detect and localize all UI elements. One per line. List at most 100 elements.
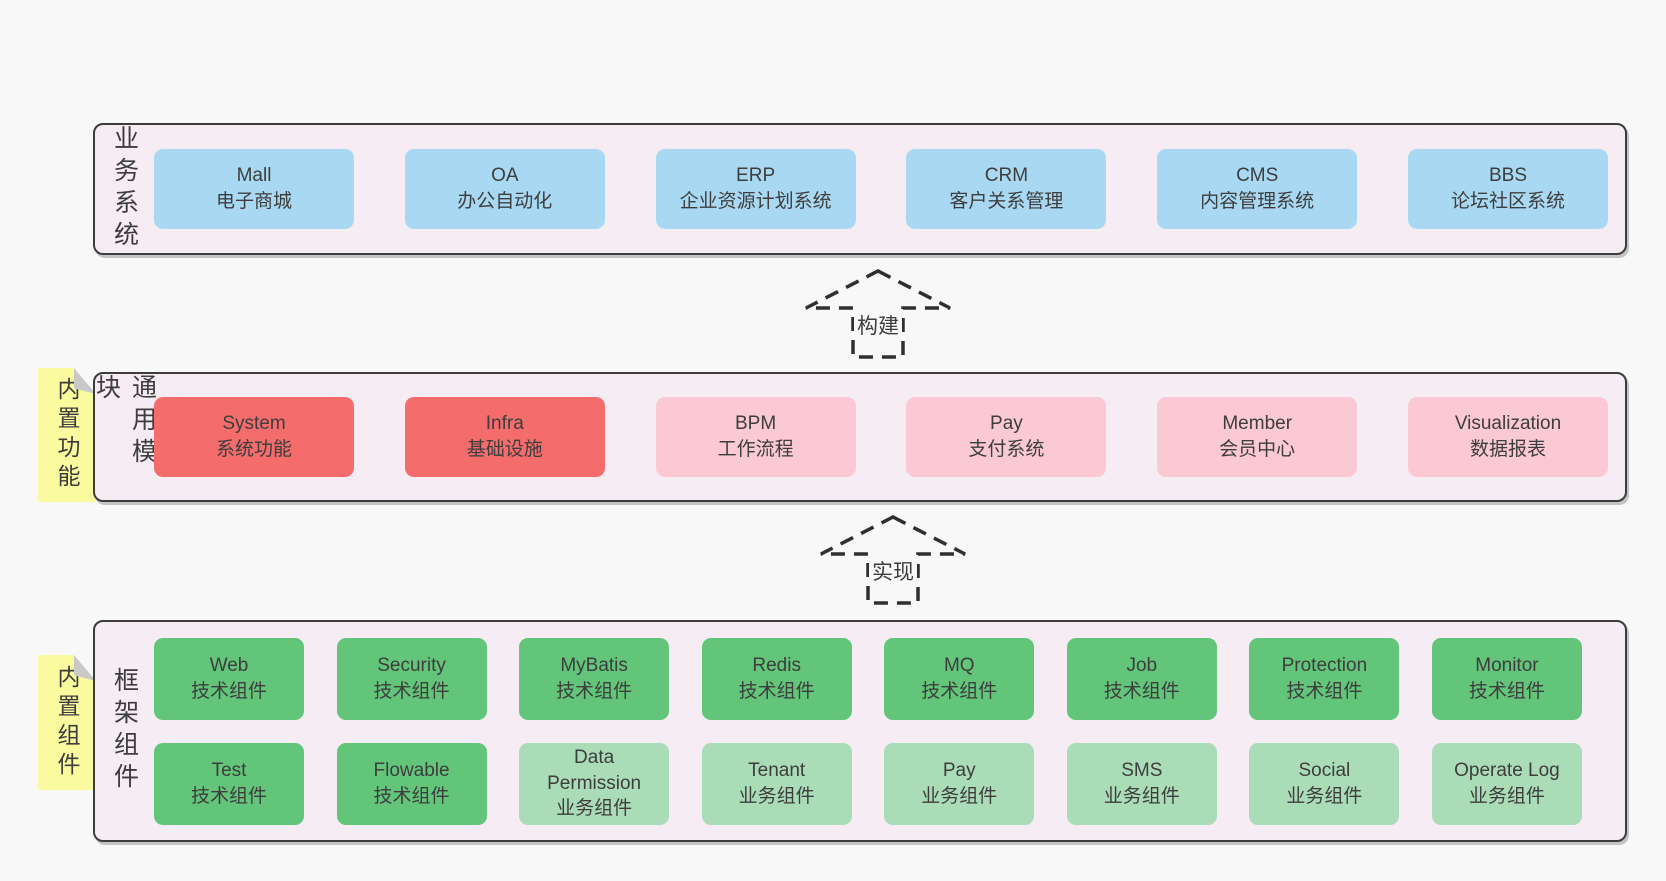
box-title: Social xyxy=(1298,759,1351,781)
box-title: Visualization xyxy=(1454,413,1562,435)
module-box-flowable: Flowable 技术组件 xyxy=(336,742,487,825)
box-subtitle: 技术组件 xyxy=(190,680,267,702)
box-title: BBS xyxy=(1488,165,1527,187)
business-systems-boxes: Mall 电子商城 OA 办公自动化 ERP 企业资源计划系统 CRM 客户关系管理 CMS 内容… xyxy=(154,125,1625,253)
box-title: OA xyxy=(491,165,519,187)
module-box-test: Test 技术组件 xyxy=(154,742,304,825)
box-title: Infra xyxy=(485,413,524,435)
box-subtitle: 系统功能 xyxy=(215,439,292,460)
module-box-mq: MQ 技术组件 xyxy=(884,637,1035,720)
box-subtitle: 业务组件 xyxy=(921,785,998,807)
box-title: Operate Log xyxy=(1454,759,1560,781)
box-subtitle: 技术组件 xyxy=(921,680,998,702)
box-subtitle: 支付系统 xyxy=(968,439,1045,460)
box-title: SMS xyxy=(1121,759,1163,781)
box-subtitle: 业务组件 xyxy=(556,798,633,820)
box-subtitle: 业务组件 xyxy=(738,785,815,807)
box-subtitle: 技术组件 xyxy=(556,680,633,702)
module-box-mall: Mall 电子商城 xyxy=(154,149,354,229)
module-box-social: Social 业务组件 xyxy=(1249,742,1400,825)
box-title: CMS xyxy=(1236,165,1279,187)
module-box-monitor: Monitor 技术组件 xyxy=(1431,637,1582,720)
box-title: Data Permission xyxy=(547,747,642,794)
framework-components-label: 框架组件 xyxy=(110,667,139,795)
module-box-oa: OA 办公自动化 xyxy=(404,149,605,229)
box-title: Monitor xyxy=(1475,654,1539,676)
box-title: Redis xyxy=(752,654,801,676)
build-arrow-label: 构建 xyxy=(854,310,902,340)
module-box-pay: Pay 支付系统 xyxy=(906,397,1107,477)
module-box-bbs: BBS 论坛社区系统 xyxy=(1407,149,1608,229)
module-box-operate-log: Operate Log 业务组件 xyxy=(1431,742,1582,825)
common-modules-label: 通用模块 xyxy=(92,374,157,470)
box-subtitle: 内容管理系统 xyxy=(1200,191,1315,212)
build-arrow: 构建 xyxy=(803,268,953,360)
box-subtitle: 客户关系管理 xyxy=(949,191,1064,212)
box-title: Tenant xyxy=(748,759,806,781)
box-subtitle: 电子商城 xyxy=(215,191,292,212)
box-title: Job xyxy=(1126,654,1158,676)
box-subtitle: 技术组件 xyxy=(738,680,815,702)
built-in-functions-label: 内置功能 xyxy=(54,377,80,493)
box-subtitle: 工作流程 xyxy=(717,439,794,460)
built-in-components-sticky: 内置组件 xyxy=(38,655,96,790)
business-systems-panel: 业务系统 Mall 电子商城 OA 办公自动化 ERP 企业资源计划系统 CRM 客户关系管理… xyxy=(93,123,1627,255)
box-title: ERP xyxy=(736,165,776,187)
module-box-data-permission: Data Permission 业务组件 xyxy=(519,742,670,825)
module-box-sms: SMS 业务组件 xyxy=(1066,742,1217,825)
implement-arrow-label: 实现 xyxy=(869,556,917,586)
box-title: Protection xyxy=(1281,654,1368,676)
box-subtitle: 数据报表 xyxy=(1469,439,1546,460)
module-box-protection: Protection 技术组件 xyxy=(1249,637,1400,720)
box-title: System xyxy=(222,413,286,435)
box-subtitle: 论坛社区系统 xyxy=(1450,191,1565,212)
built-in-functions-sticky: 内置功能 xyxy=(38,368,96,502)
box-subtitle: 会员中心 xyxy=(1219,439,1296,460)
module-box-visualization: Visualization 数据报表 xyxy=(1407,397,1608,477)
module-box-crm: CRM 客户关系管理 xyxy=(906,149,1107,229)
box-title: Mall xyxy=(236,165,272,187)
box-subtitle: 业务组件 xyxy=(1468,785,1545,807)
business-systems-label: 业务系统 xyxy=(110,125,139,253)
box-title: BPM xyxy=(735,413,777,435)
box-subtitle: 业务组件 xyxy=(1286,785,1363,807)
box-subtitle: 业务组件 xyxy=(1103,785,1180,807)
module-box-mybatis: MyBatis 技术组件 xyxy=(519,637,670,720)
module-box-pay: Pay 业务组件 xyxy=(884,742,1035,825)
built-in-components-label: 内置组件 xyxy=(54,664,80,781)
module-box-tenant: Tenant 业务组件 xyxy=(701,742,852,825)
module-box-bpm: BPM 工作流程 xyxy=(655,397,856,477)
box-subtitle: 技术组件 xyxy=(373,785,450,807)
module-box-cms: CMS 内容管理系统 xyxy=(1157,149,1358,229)
box-subtitle: 技术组件 xyxy=(373,680,450,702)
box-title: Member xyxy=(1222,413,1293,435)
box-title: MyBatis xyxy=(560,654,628,676)
box-title: Pay xyxy=(942,759,976,781)
implement-arrow: 实现 xyxy=(818,514,968,606)
box-subtitle: 技术组件 xyxy=(1103,680,1180,702)
box-subtitle: 办公自动化 xyxy=(457,191,553,212)
box-title: Pay xyxy=(990,413,1023,435)
box-title: MQ xyxy=(943,654,975,676)
box-title: Flowable xyxy=(373,759,450,781)
module-box-web: Web 技术组件 xyxy=(154,637,304,720)
box-subtitle: 技术组件 xyxy=(1468,680,1545,702)
module-box-redis: Redis 技术组件 xyxy=(701,637,852,720)
box-subtitle: 企业资源计划系统 xyxy=(679,191,832,212)
box-title: Web xyxy=(209,654,249,676)
module-box-job: Job 技术组件 xyxy=(1066,637,1217,720)
box-title: CRM xyxy=(984,165,1029,187)
box-title: Test xyxy=(211,759,247,781)
box-subtitle: 技术组件 xyxy=(1286,680,1363,702)
module-box-erp: ERP 企业资源计划系统 xyxy=(655,149,856,229)
module-box-member: Member 会员中心 xyxy=(1157,397,1358,477)
box-subtitle: 技术组件 xyxy=(190,785,267,807)
